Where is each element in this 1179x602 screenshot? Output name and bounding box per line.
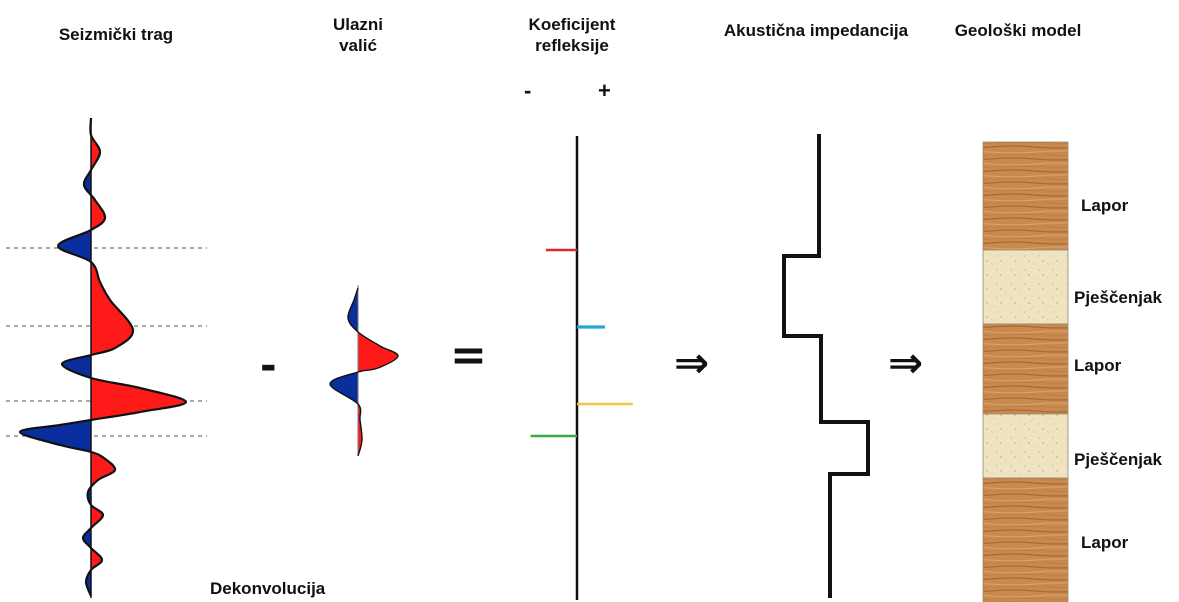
wavelet-peak-fill <box>358 288 399 456</box>
acoustic-impedance-curve <box>782 134 870 598</box>
arrow-operator-1: ⇒ <box>674 338 710 387</box>
trace-trough-fill <box>20 118 91 596</box>
sandstone-layer <box>982 249 1069 325</box>
trace-curve <box>18 117 188 597</box>
equals-operator: = <box>450 330 487 381</box>
input-wavelet <box>329 285 399 457</box>
title-reflection-coefficient: Koeficijent refleksije <box>528 15 616 55</box>
rc-spikes <box>530 248 633 438</box>
arrow-operator-2: ⇒ <box>888 338 924 387</box>
wavelet-curve <box>329 287 399 457</box>
layer-label: Pješčenjak <box>1074 288 1162 307</box>
layer-label: Lapor <box>1074 356 1122 375</box>
title-input-wavelet: Ulazni valić <box>332 15 384 55</box>
title-seismic-trace: Seizmički trag <box>58 25 174 44</box>
seismic-trace <box>6 117 207 598</box>
positive-polarity-label: + <box>598 78 611 103</box>
title-acoustic-impedance: Akustična impedancija <box>723 21 909 40</box>
geological-column <box>982 141 1069 602</box>
negative-polarity-label: - <box>524 78 532 103</box>
marl-layer <box>982 477 1069 602</box>
wavelet-trough-fill <box>330 288 358 456</box>
reflection-coefficient-series <box>530 136 633 600</box>
marl-layer <box>982 323 1069 415</box>
layer-label: Pješčenjak <box>1074 450 1162 469</box>
deconvolution-label: Dekonvolucija <box>210 579 326 598</box>
layer-label: Lapor <box>1081 196 1129 215</box>
layer-label: Lapor <box>1081 533 1129 552</box>
trace-peak-fill <box>91 118 186 596</box>
title-geological-model: Geološki model <box>954 21 1082 40</box>
sandstone-layer <box>982 413 1069 479</box>
minus-operator: - <box>260 343 277 389</box>
marl-layer <box>982 141 1069 251</box>
